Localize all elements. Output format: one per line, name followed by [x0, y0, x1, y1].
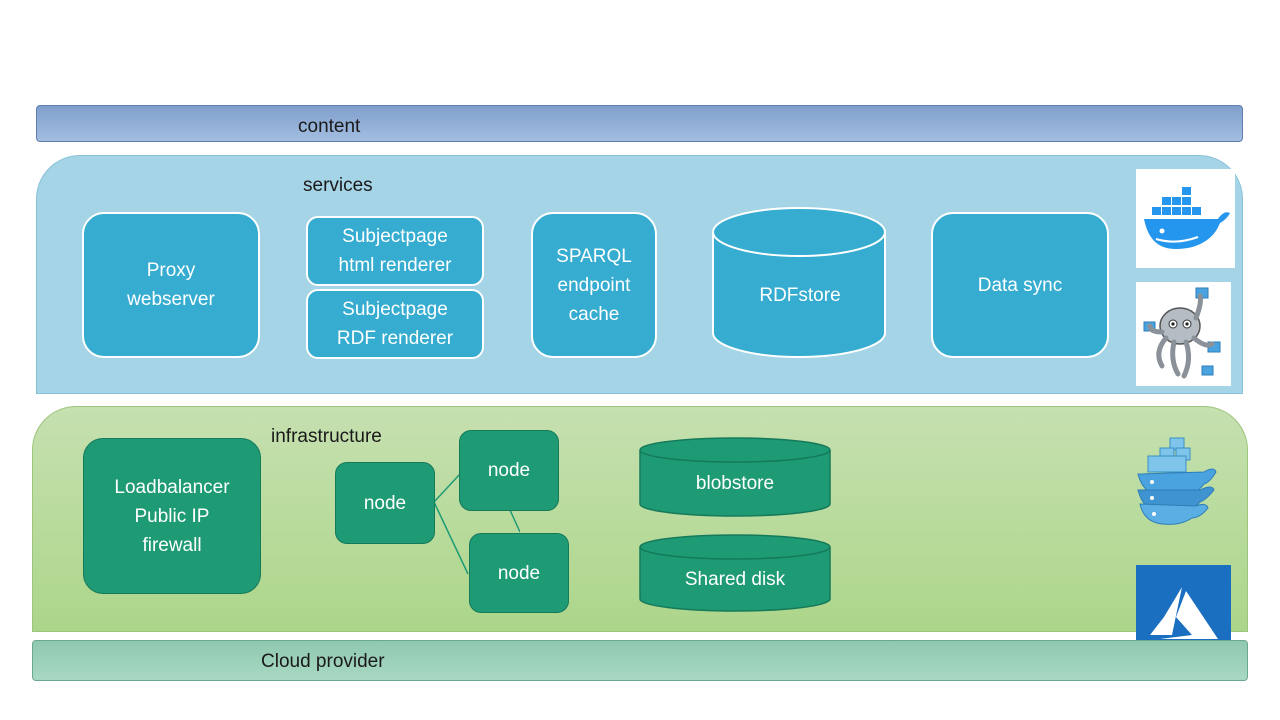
rdfstore-label: RDFstore	[759, 285, 841, 306]
services-layer-label: services	[303, 175, 373, 196]
shared-disk-cylinder	[639, 534, 831, 612]
cloud-provider-label: Cloud provider	[261, 651, 385, 672]
octopus-icon	[1143, 287, 1221, 379]
node-connectors	[433, 473, 520, 575]
docker-whale-icon	[1144, 187, 1230, 249]
data-sync-box: Data sync	[931, 212, 1109, 358]
loadbalancer-box: Loadbalancer Public IP firewall	[83, 438, 261, 594]
blobstore-cylinder	[639, 437, 831, 517]
cloud-provider-bar	[32, 640, 1248, 681]
content-layer-label: content	[298, 116, 361, 137]
shared-disk-label: Shared disk	[684, 569, 786, 590]
kubernetes-logo	[1136, 282, 1231, 386]
content-layer-bar	[36, 105, 1243, 142]
docker-logo	[1136, 169, 1235, 268]
node-box-2: node	[459, 430, 559, 511]
subjectpage-html-renderer-box: Subjectpage html renderer	[306, 216, 484, 286]
sparql-endpoint-cache-box: SPARQL endpoint cache	[531, 212, 657, 358]
subjectpage-rdf-renderer-box: Subjectpage RDF renderer	[306, 289, 484, 359]
docker-swarm-icon	[1137, 437, 1217, 525]
proxy-webserver-box: Proxy webserver	[82, 212, 260, 358]
azure-icon	[1150, 587, 1218, 639]
node-box-3: node	[469, 533, 569, 613]
node-box-1: node	[335, 462, 435, 544]
blobstore-label: blobstore	[695, 473, 775, 494]
rdfstore-cylinder	[712, 207, 886, 358]
infrastructure-layer-label: infrastructure	[271, 426, 382, 447]
